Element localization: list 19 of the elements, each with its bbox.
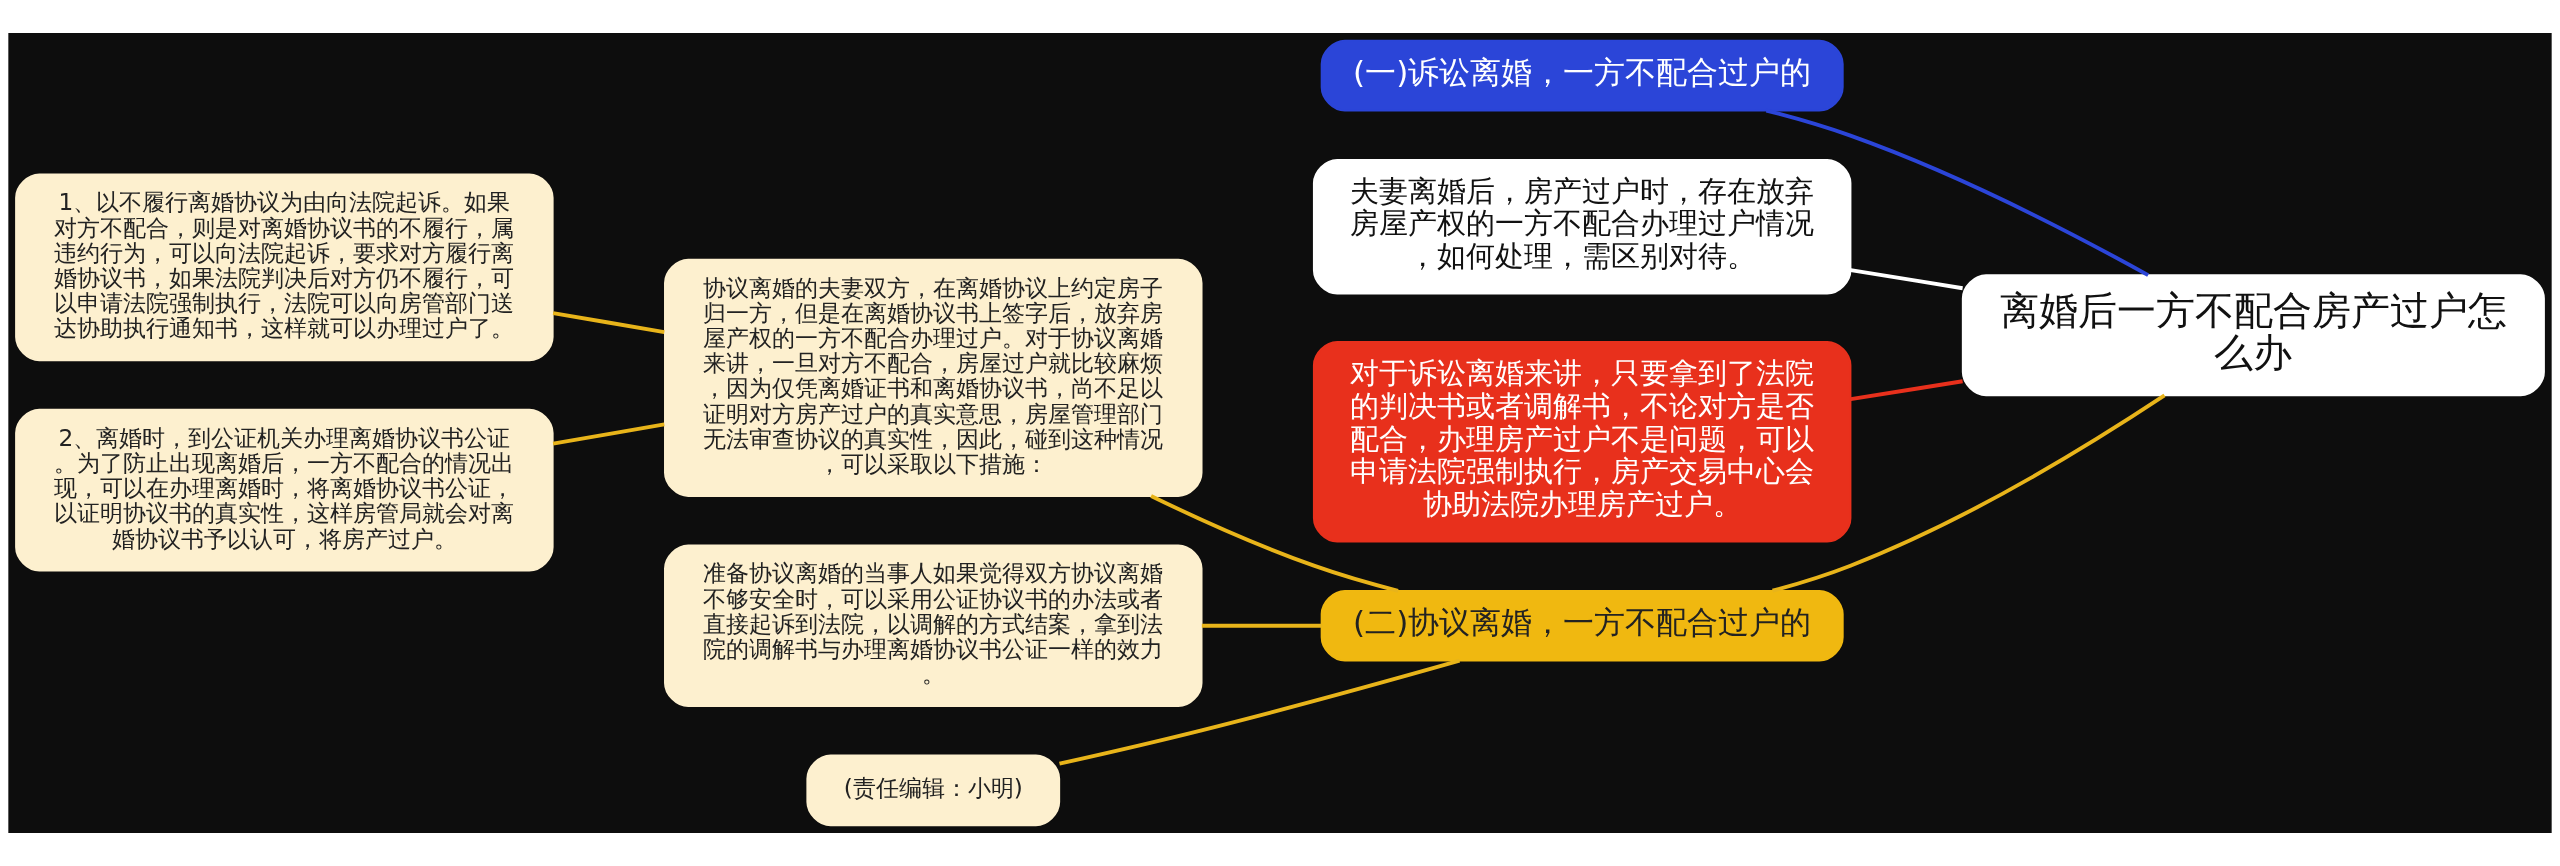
node-box: 协议离婚的夫妻双方，在离婚协议上约定房子归一方，但是在离婚协议书上签字后，放弃房屋产权的一方不配合办理过户。对于协议离婚来讲，一旦对方不配合，房屋过户就比较麻烦，因为仅凭离婚证书和离婚协议书，尚不足以证明对方房产过户的真实意思，房屋管理部门无法审查协议的真实性，因此，碰到这种情况，可以采取以下措施： — [664, 258, 1203, 497]
node-box: 1、以不履行离婚协议为由向法院起诉。如果对方不配合，则是对离婚协议书的不履行，属违约行为，可以向法院起诉，要求对方履行离婚协议书，如果法院判决后对方仍不履行，可以申请法院强制执行，法院可以向房管部门送达协助执行通知书，这样就可以办理过户了。 — [15, 173, 554, 362]
node-box: 夫妻离婚后，房产过户时，存在放弃房屋产权的一方不配合办理过户情况，如何处理，需区别对待。 — [1312, 158, 1852, 295]
connector — [1201, 623, 1322, 628]
connector — [1765, 108, 2149, 277]
connector — [1059, 658, 1461, 766]
node-box: 离婚后一方不配合房产过户怎么办 — [1961, 274, 2545, 397]
node-box: (责任编辑：小明) — [806, 754, 1061, 827]
connector — [1850, 379, 1963, 402]
connector — [1850, 268, 1963, 291]
connector — [552, 422, 665, 446]
connector — [552, 311, 665, 334]
connector — [1772, 393, 2166, 593]
node-box: 2、离婚时，到公证机关办理离婚协议书公证。为了防止出现离婚后，一方不配合的情况出现，可以在办理离婚时，将离婚协议书公证，以证明协议书的真实性，这样房管局就会对离婚协议书予以认可，将房产过户。 — [15, 408, 554, 572]
node-box: 准备协议离婚的当事人如果觉得双方协议离婚不够安全时，可以采用公证协议书的办法或者直接起诉到法院，以调解的方式结案，拿到法院的调解书与办理离婚协议书公证一样的效力。 — [664, 544, 1203, 708]
node-box: 对于诉讼离婚来讲，只要拿到了法院的判决书或者调解书，不论对方是否配合，办理房产过户不是问题，可以申请法院强制执行，房产交易中心会协助法院办理房产过户。 — [1312, 341, 1852, 543]
node-box: (二)协议离婚，一方不配合过户的 — [1320, 589, 1844, 662]
connector — [1150, 494, 1399, 593]
node-box: (一)诉讼离婚，一方不配合过户的 — [1320, 39, 1844, 112]
